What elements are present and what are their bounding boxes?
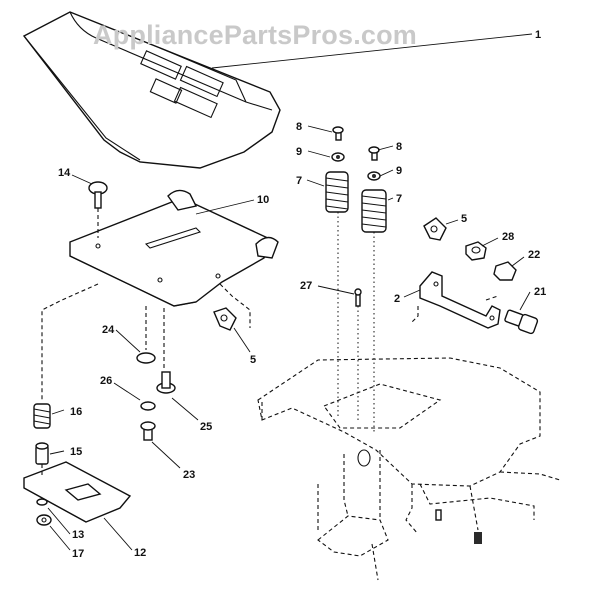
callout-23: 23 (183, 469, 195, 481)
watermark: AppliancePartsPros.com (93, 20, 417, 50)
callout-13: 13 (72, 529, 84, 541)
callout-24: 24 (102, 324, 115, 336)
callout-14: 14 (58, 167, 71, 179)
callout-22: 22 (528, 249, 540, 261)
callout-17: 17 (72, 548, 84, 560)
callout-7-right: 7 (396, 193, 402, 205)
callout-8-right: 8 (396, 141, 402, 153)
bracket-2 (419, 271, 501, 329)
nut-22 (493, 261, 517, 281)
callout-25: 25 (200, 421, 212, 433)
callout-27: 27 (300, 280, 312, 292)
bolt-23 (140, 421, 156, 441)
right-hardware (325, 126, 387, 233)
bolt-27 (354, 288, 362, 307)
bushing (35, 442, 49, 465)
callout-15: 15 (70, 446, 82, 458)
seat-pan (69, 189, 279, 307)
lock-nut (36, 514, 52, 526)
frame (257, 357, 561, 581)
bolt (88, 181, 108, 238)
washer-26 (140, 401, 156, 411)
callout-12: 12 (134, 547, 146, 559)
callout-2: 2 (394, 293, 400, 305)
bolt-25 (156, 371, 176, 394)
callout-7-left: 7 (296, 175, 302, 187)
callout-1: 1 (535, 29, 541, 41)
washer (136, 352, 156, 364)
callout-9-right: 9 (396, 165, 402, 177)
nut-28 (465, 241, 487, 261)
bolt-21 (504, 309, 539, 335)
callout-9-left: 9 (296, 146, 302, 158)
callout-28: 28 (502, 231, 514, 243)
callout-10: 10 (257, 194, 269, 206)
knob (213, 307, 237, 331)
bracket (23, 461, 132, 523)
knob-right (423, 217, 447, 241)
frame-bolts (435, 509, 482, 544)
callout-21: 21 (534, 286, 546, 298)
callout-5-right: 5 (461, 213, 467, 225)
nut (36, 498, 48, 506)
callout-16: 16 (70, 406, 82, 418)
seat (22, 11, 281, 169)
callout-5-left: 5 (250, 354, 256, 366)
callout-8-left: 8 (296, 121, 302, 133)
callout-26: 26 (100, 375, 112, 387)
spring (33, 403, 51, 429)
